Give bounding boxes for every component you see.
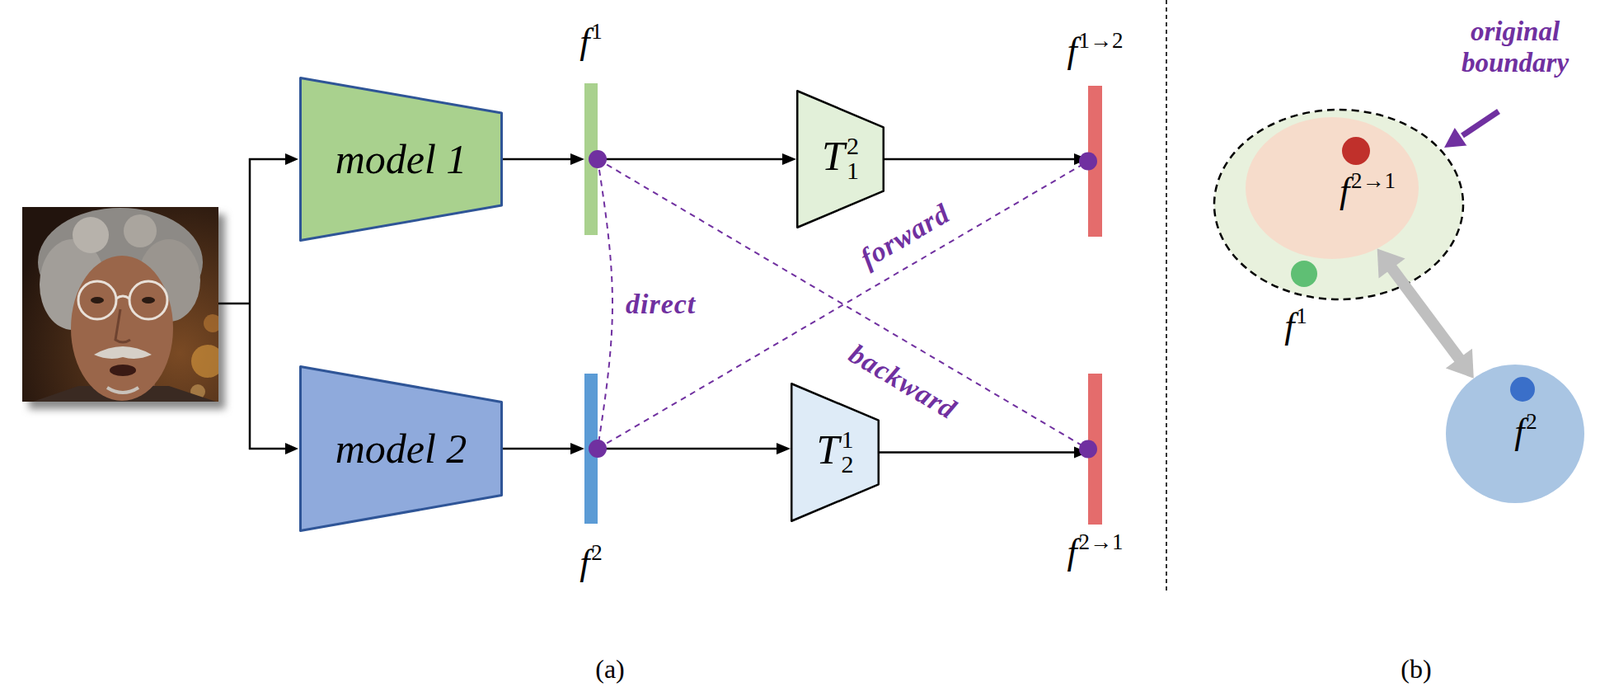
connector-line [879,450,1077,454]
flow-arrow [879,446,1089,459]
math-superscript: 2 [846,133,859,159]
flow-arrow [1377,248,1474,378]
shape-outline [1088,85,1103,237]
node-label: f1 [579,20,603,61]
model-box: model 2 [299,365,503,532]
node-label: f2→1 [1339,169,1396,210]
arrow-head [1445,348,1474,379]
feature-bar: f2→1 [1088,373,1103,525]
math-superscript: 1→2 [1079,28,1124,53]
trapezoid [300,366,503,531]
math-superscript: 1 [1295,303,1308,329]
node-label: model 1 [335,138,468,180]
math-letter: f [1066,30,1077,71]
shape-outline [1088,373,1103,525]
math-superscript: 1 [840,426,854,452]
node-label: T12 [821,135,859,183]
connector-line [884,158,1077,161]
feature-bar: f1→2 [1088,85,1103,237]
feature-dot [588,439,607,458]
face-photo [22,206,219,402]
math-letter: T [821,132,845,179]
edge-label: direct [625,290,696,319]
comparison-line [597,159,613,449]
trapezoid [797,90,884,228]
feature-label: f1 [1284,304,1308,345]
arrow-head [1377,248,1406,278]
math-scripts: 21 [840,451,854,477]
ellipse-fill [1445,364,1585,503]
math-letter: f [1284,305,1295,347]
math-letter: f [579,21,590,62]
math-letter: f [579,542,590,583]
panel-separator [1165,0,1168,591]
flow-arrow [597,442,791,455]
callout-label: original boundary [1461,16,1569,80]
feature-dot [1079,152,1098,171]
edge-label: backward [844,339,962,425]
math-superscript: 1 [591,18,603,44]
transform-box: T12 [796,89,885,229]
node-label: f2→1 [1066,530,1123,571]
feature-dot [588,150,607,169]
node-label: model 2 [335,427,468,470]
feature-bar: f2 [584,373,598,524]
arrow-head [782,153,797,165]
arrow-head [570,153,585,165]
arrow-head [776,442,791,455]
panel-label: (b) [1400,655,1432,682]
original-boundary-ellipse [1214,109,1464,300]
feature-dot [1341,136,1371,165]
math-letter: f [1514,411,1525,452]
node-label: f2 [579,541,603,582]
math-superscript: 2 [1525,408,1538,434]
feature-dot [1510,376,1535,402]
math-superscript: 2→1 [1079,529,1124,554]
callout-arrow [1444,111,1499,148]
math-letter: f [1066,531,1077,573]
flow-arrow [502,442,585,455]
feature-dot [1079,440,1098,459]
math-subscript: 1 [846,158,859,183]
shape-outline [584,373,598,524]
feature-bar: f1 [584,83,598,235]
math-superscript: 2→1 [1351,168,1396,193]
input-branch-arrows [218,153,299,455]
connector-line [597,447,779,451]
transform-box: T21 [790,382,880,522]
math-scripts: 12 [846,158,859,183]
arrow-head [570,442,585,455]
panel-label: (a) [595,655,625,682]
connector-line [1389,265,1462,362]
edge-label: forward [855,199,954,273]
trapezoid [300,78,503,241]
ellipse-fill [1245,117,1419,259]
model-box: model 1 [299,76,503,242]
math-letter: f [1339,170,1350,212]
node-label: f1→2 [1066,29,1123,70]
feature-region: f2→1 [1245,117,1419,259]
connector-line [597,159,613,449]
feature-region: f2 [1445,364,1585,503]
math-letter: T [816,426,840,473]
node-label: T21 [816,428,854,477]
connector-line [597,158,785,161]
math-superscript: 2 [591,539,603,565]
feature-dot [1290,260,1318,287]
flow-arrow [502,153,585,165]
connector-line [502,447,573,451]
connector-line [502,158,573,161]
math-subscript: 2 [840,451,854,477]
flow-arrow [884,153,1089,165]
node-label: f2 [1514,410,1538,451]
trapezoid [791,383,879,521]
flow-arrow [597,153,797,165]
shape-outline [584,83,598,235]
